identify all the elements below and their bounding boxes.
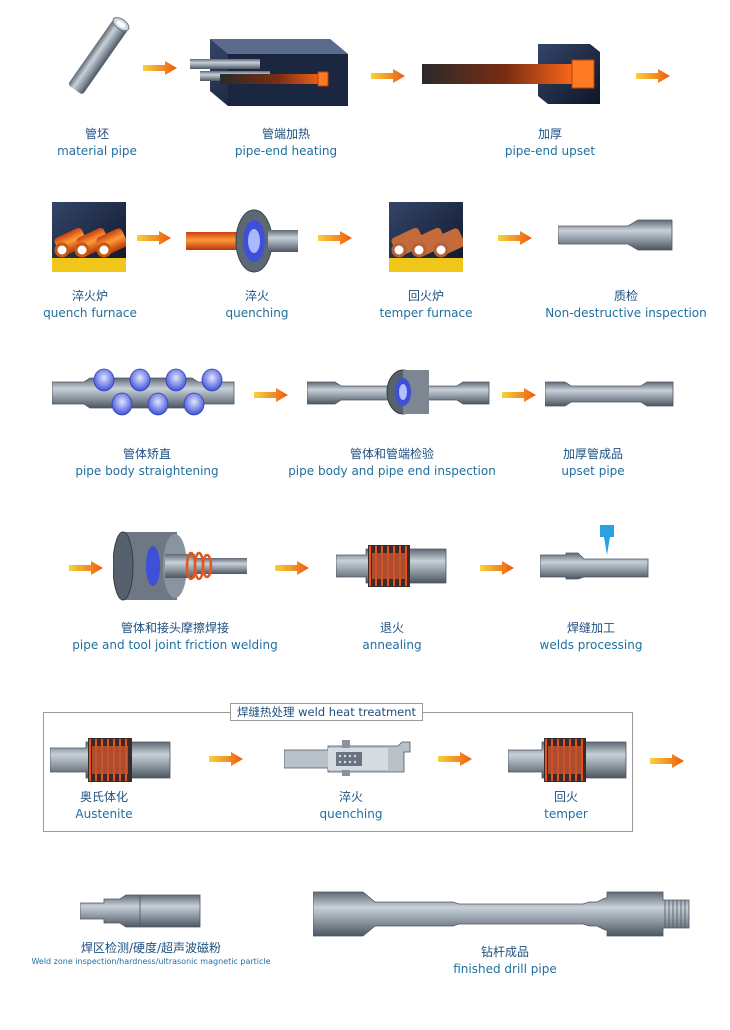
flow-arrow-icon [275,561,309,575]
step-zh: 奥氏体化 [79,790,128,804]
step-en: welds processing [539,638,643,652]
flow-arrow-icon [318,231,352,245]
step-zh: 淬火炉 [71,289,108,303]
weld-temper-figure [508,738,627,782]
welds-processing-figure [540,525,649,580]
step-en: Weld zone inspection/hardness/ultrasonic… [31,957,271,966]
body-end-inspection-figure [307,369,490,415]
austenite-figure [50,738,171,782]
step-zh: 淬火 [244,289,269,303]
step-friction-welding: 管体和接头摩擦焊接 pipe and tool joint friction w… [68,620,282,654]
quenching-figure [186,209,298,273]
step-upset-pipe: 加厚管成品 upset pipe [543,446,643,480]
flow-arrow-icon [650,754,684,768]
step-en: finished drill pipe [453,962,557,976]
step-en: material pipe [57,144,137,158]
temper-furnace-figure [389,202,463,272]
step-zh: 管端加热 [261,127,310,141]
finished-drill-pipe-figure [313,891,690,937]
step-en: Austenite [75,807,133,821]
step-welds-processing: 焊缝加工 welds processing [533,620,649,654]
step-zh: 回火 [553,790,578,804]
annealing-figure [336,545,447,587]
step-weld-zone-inspection: 焊区检测/硬度/超声波磁粉 Weld zone inspection/hardn… [20,940,282,968]
step-annealing: 退火 annealing [342,620,442,654]
friction-welding-figure [113,531,247,601]
group-title: 焊缝热处理 weld heat treatment [230,703,424,721]
quench-furnace-figure [52,202,126,272]
step-material-pipe: 管坯 material pipe [42,126,152,160]
flow-arrow-icon [209,752,243,766]
flow-arrow-icon [371,69,405,83]
step-zh: 管体和管端检验 [349,447,434,461]
step-en: upset pipe [561,464,625,478]
step-finished-drill-pipe: 钻杆成品 finished drill pipe [440,944,570,978]
step-en: quenching [225,306,289,320]
step-quenching: 淬火 quenching [200,288,314,322]
step-zh: 管坯 [84,127,109,141]
step-en: Non-destructive inspection [545,306,707,320]
step-en: pipe-end upset [504,144,596,158]
pipe-end-upset-figure [422,44,600,104]
step-austenite: 奥氏体化 Austenite [56,789,152,823]
step-straightening: 管体矫直 pipe body straightening [72,446,222,480]
step-temper-furnace: 回火炉 temper furnace [366,288,486,322]
step-pipe-end-upset: 加厚 pipe-end upset [490,126,610,160]
step-pipe-end-heating: 管端加热 pipe-end heating [216,126,356,160]
step-en: quenching [319,807,383,821]
weld-quenching-figure [284,740,411,776]
flow-arrow-icon [254,388,288,402]
step-en: pipe and tool joint friction welding [72,638,278,652]
flow-arrow-icon [438,752,472,766]
flow-arrow-icon [636,69,670,83]
step-en: pipe body straightening [75,464,219,478]
step-zh: 焊缝加工 [566,621,615,635]
flow-arrow-icon [143,61,177,75]
step-zh: 加厚管成品 [562,447,623,461]
step-zh: 退火 [379,621,404,635]
pipe-end-heating-figure [190,39,348,106]
flow-arrow-icon [69,561,103,575]
step-en: annealing [362,638,422,652]
material-pipe-figure [68,17,130,94]
weld-zone-inspection-figure [80,894,201,928]
step-en: quench furnace [43,306,137,320]
step-zh: 钻杆成品 [480,945,529,959]
straightening-figure [52,368,235,416]
step-zh: 质检 [613,289,638,303]
flow-arrow-icon [498,231,532,245]
step-weld-temper: 回火 temper [521,789,611,823]
nde-pipe-figure [558,219,673,251]
step-en: pipe-end heating [234,144,338,158]
flow-arrow-icon [502,388,536,402]
flow-arrow-icon [480,561,514,575]
step-en: temper furnace [379,306,473,320]
step-body-end-inspection: 管体和管端检验 pipe body and pipe end inspectio… [276,446,508,480]
step-zh: 回火炉 [407,289,444,303]
step-quench-furnace: 淬火炉 quench furnace [32,288,148,322]
step-en: pipe body and pipe end inspection [288,464,496,478]
step-weld-quenching: 淬火 quenching [305,789,397,823]
step-zh: 焊区检测/硬度/超声波磁粉 [80,941,222,955]
upset-pipe-figure [545,381,674,407]
step-en: temper [544,807,588,821]
step-zh: 淬火 [338,790,363,804]
step-zh: 管体和接头摩擦焊接 [120,621,229,635]
flow-arrow-icon [137,231,171,245]
step-zh: 加厚 [537,127,562,141]
step-zh: 管体矫直 [122,447,171,461]
step-nde: 质检 Non-destructive inspection [541,288,711,322]
